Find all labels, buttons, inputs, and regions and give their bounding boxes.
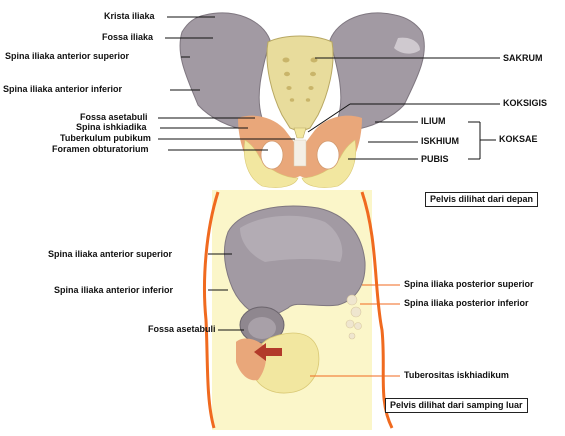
label-tuberkulum-pubikum: Tuberkulum pubikum xyxy=(60,133,151,144)
label-spina-ishkiadika: Spina ishkiadika xyxy=(76,122,147,133)
label-foramen-obturatorium: Foramen obturatorium xyxy=(52,144,149,155)
label-krista-iliaka: Krista iliaka xyxy=(104,11,155,22)
label-tuberositas-iskhiadikum: Tuberositas iskhiadikum xyxy=(404,370,509,381)
right-obturator-foramen xyxy=(317,141,339,169)
label-spina-iliaka-posterior-superior: Spina iliaka posterior superior xyxy=(404,279,534,290)
label-spina-iliaka-posterior-inferior: Spina iliaka posterior inferior xyxy=(404,298,529,309)
right-ilium xyxy=(330,13,424,130)
label-spina-iliaka-anterior-inferior: Spina iliaka anterior inferior xyxy=(3,84,122,95)
coccyx xyxy=(294,128,306,138)
label-side-fossa-asetabuli: Fossa asetabuli xyxy=(148,324,216,335)
left-ilium xyxy=(180,13,270,130)
side-panel xyxy=(205,190,393,430)
label-side-spina-iliaka-anterior-inferior: Spina iliaka anterior inferior xyxy=(54,285,173,296)
sacrum xyxy=(267,36,333,132)
label-ishkium: ISKHIUM xyxy=(421,136,459,147)
left-obturator-foramen xyxy=(261,141,283,169)
label-sakrum: SAKRUM xyxy=(503,53,543,64)
label-koksae: KOKSAE xyxy=(499,134,538,145)
caption-front-view: Pelvis dilihat dari depan xyxy=(425,192,538,207)
caption-side-view: Pelvis dilihat dari samping luar xyxy=(385,398,528,413)
label-fossa-iliaka: Fossa iliaka xyxy=(102,32,153,43)
label-ilium: ILIUM xyxy=(421,116,446,127)
label-side-spina-iliaka-anterior-superior: Spina iliaka anterior superior xyxy=(48,249,172,260)
label-pubis: PUBIS xyxy=(421,154,449,165)
label-koksigis: KOKSIGIS xyxy=(503,98,547,109)
label-spina-iliaka-anterior-superior: Spina iliaka anterior superior xyxy=(5,51,129,62)
front-pelvis xyxy=(180,13,424,188)
pubic-symphysis xyxy=(294,140,306,166)
